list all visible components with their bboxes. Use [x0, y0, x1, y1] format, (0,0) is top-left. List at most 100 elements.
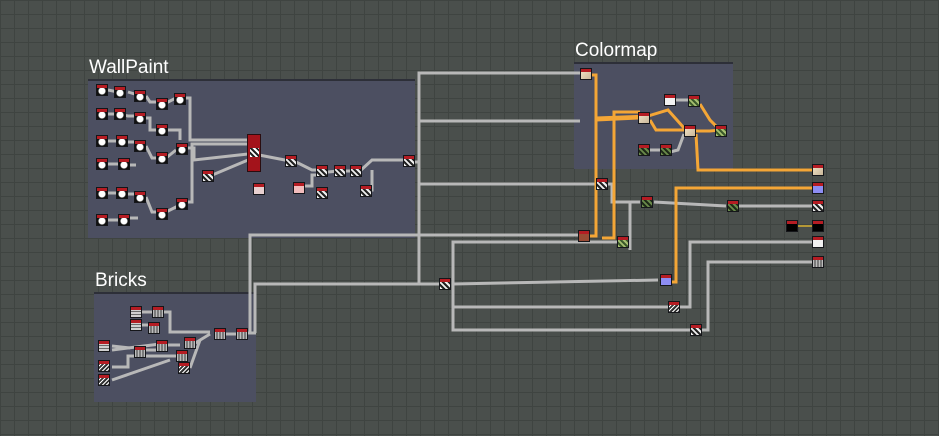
graph-node[interactable] [156, 124, 168, 136]
link [188, 339, 202, 369]
graph-node[interactable] [96, 108, 108, 120]
graph-node[interactable] [134, 346, 146, 358]
graph-node[interactable] [118, 214, 130, 226]
graph-node[interactable] [403, 155, 415, 167]
graph-node[interactable] [334, 165, 346, 177]
graph-node[interactable] [660, 144, 672, 156]
wallpaint-frame-title: WallPaint [89, 57, 169, 78]
link [209, 158, 249, 178]
graph-node[interactable] [116, 187, 128, 199]
graph-node[interactable] [96, 84, 108, 96]
graph-node[interactable] [134, 112, 146, 124]
graph-node[interactable] [664, 94, 676, 106]
graph-node[interactable] [786, 220, 798, 232]
output-node[interactable] [812, 236, 824, 248]
link-highlighted [672, 186, 812, 284]
graph-node[interactable] [293, 182, 305, 194]
graph-node[interactable] [285, 155, 297, 167]
graph-node[interactable] [134, 140, 146, 152]
bricks-frame-title: Bricks [95, 270, 147, 291]
graph-node[interactable] [202, 170, 214, 182]
graph-node[interactable] [316, 187, 328, 199]
output-node[interactable] [812, 200, 824, 212]
graph-node[interactable] [690, 324, 702, 336]
link [669, 133, 686, 154]
blend-node-preview [250, 148, 259, 157]
link [186, 142, 248, 204]
graph-node[interactable] [152, 306, 164, 318]
graph-node[interactable] [178, 362, 190, 374]
link-highlighted [595, 116, 639, 122]
graph-node[interactable] [316, 165, 328, 177]
graph-node[interactable] [156, 340, 168, 352]
output-node[interactable] [812, 182, 824, 194]
output-node[interactable] [812, 256, 824, 268]
graph-node[interactable] [96, 158, 108, 170]
link [253, 282, 440, 333]
colormap-frame-title: Colormap [575, 40, 658, 61]
graph-node[interactable] [156, 152, 168, 164]
graph-node[interactable] [350, 165, 362, 177]
graph-node[interactable] [98, 360, 110, 372]
link [451, 284, 668, 309]
graph-node[interactable] [96, 187, 108, 199]
output-node[interactable] [812, 164, 824, 176]
link [164, 310, 210, 334]
graph-node[interactable] [176, 350, 188, 362]
graph-node[interactable] [439, 278, 451, 290]
graph-node[interactable] [688, 95, 700, 107]
graph-node[interactable] [176, 143, 188, 155]
graph-node[interactable] [134, 191, 146, 203]
link [112, 354, 180, 369]
graph-node[interactable] [130, 319, 142, 331]
graph-node[interactable] [156, 98, 168, 110]
link [653, 200, 727, 208]
link [248, 233, 580, 333]
graph-node[interactable] [684, 125, 696, 137]
graph-node[interactable] [114, 86, 126, 98]
graph-node[interactable] [638, 144, 650, 156]
graph-node[interactable] [184, 337, 196, 349]
graph-node[interactable] [236, 328, 248, 340]
link [184, 96, 248, 142]
graph-node[interactable] [580, 68, 592, 80]
graph-node[interactable] [98, 340, 110, 352]
graph-node[interactable] [214, 328, 226, 340]
link [680, 240, 812, 309]
link [702, 260, 812, 332]
graph-node[interactable] [660, 274, 672, 286]
graph-node[interactable] [96, 214, 108, 226]
output-node[interactable] [812, 220, 824, 232]
link-highlighted [602, 110, 640, 240]
link [452, 278, 659, 286]
graph-node[interactable] [176, 198, 188, 210]
graph-node[interactable] [156, 208, 168, 220]
graph-node[interactable] [715, 125, 727, 137]
graph-node[interactable] [596, 178, 608, 190]
graph-node[interactable] [360, 185, 372, 197]
link [144, 95, 158, 104]
graph-node[interactable] [641, 196, 653, 208]
graph-node[interactable] [98, 374, 110, 386]
blend-node[interactable] [247, 134, 261, 172]
graph-node[interactable] [253, 183, 265, 195]
graph-node[interactable] [134, 90, 146, 102]
graph-node[interactable] [148, 322, 160, 334]
graph-node[interactable] [130, 306, 142, 318]
graph-node[interactable] [114, 108, 126, 120]
graph-node[interactable] [727, 200, 739, 212]
graph-node[interactable] [116, 135, 128, 147]
link-highlighted [589, 73, 598, 238]
graph-node[interactable] [668, 301, 680, 313]
link [451, 240, 620, 284]
link [111, 358, 171, 382]
graph-node[interactable] [638, 112, 650, 124]
link-highlighted [694, 133, 812, 172]
graph-node[interactable] [96, 135, 108, 147]
graph-node[interactable] [617, 236, 629, 248]
link [142, 116, 158, 132]
graph-node[interactable] [118, 158, 130, 170]
graph-node[interactable] [578, 230, 590, 242]
link [417, 71, 580, 284]
graph-node[interactable] [174, 93, 186, 105]
